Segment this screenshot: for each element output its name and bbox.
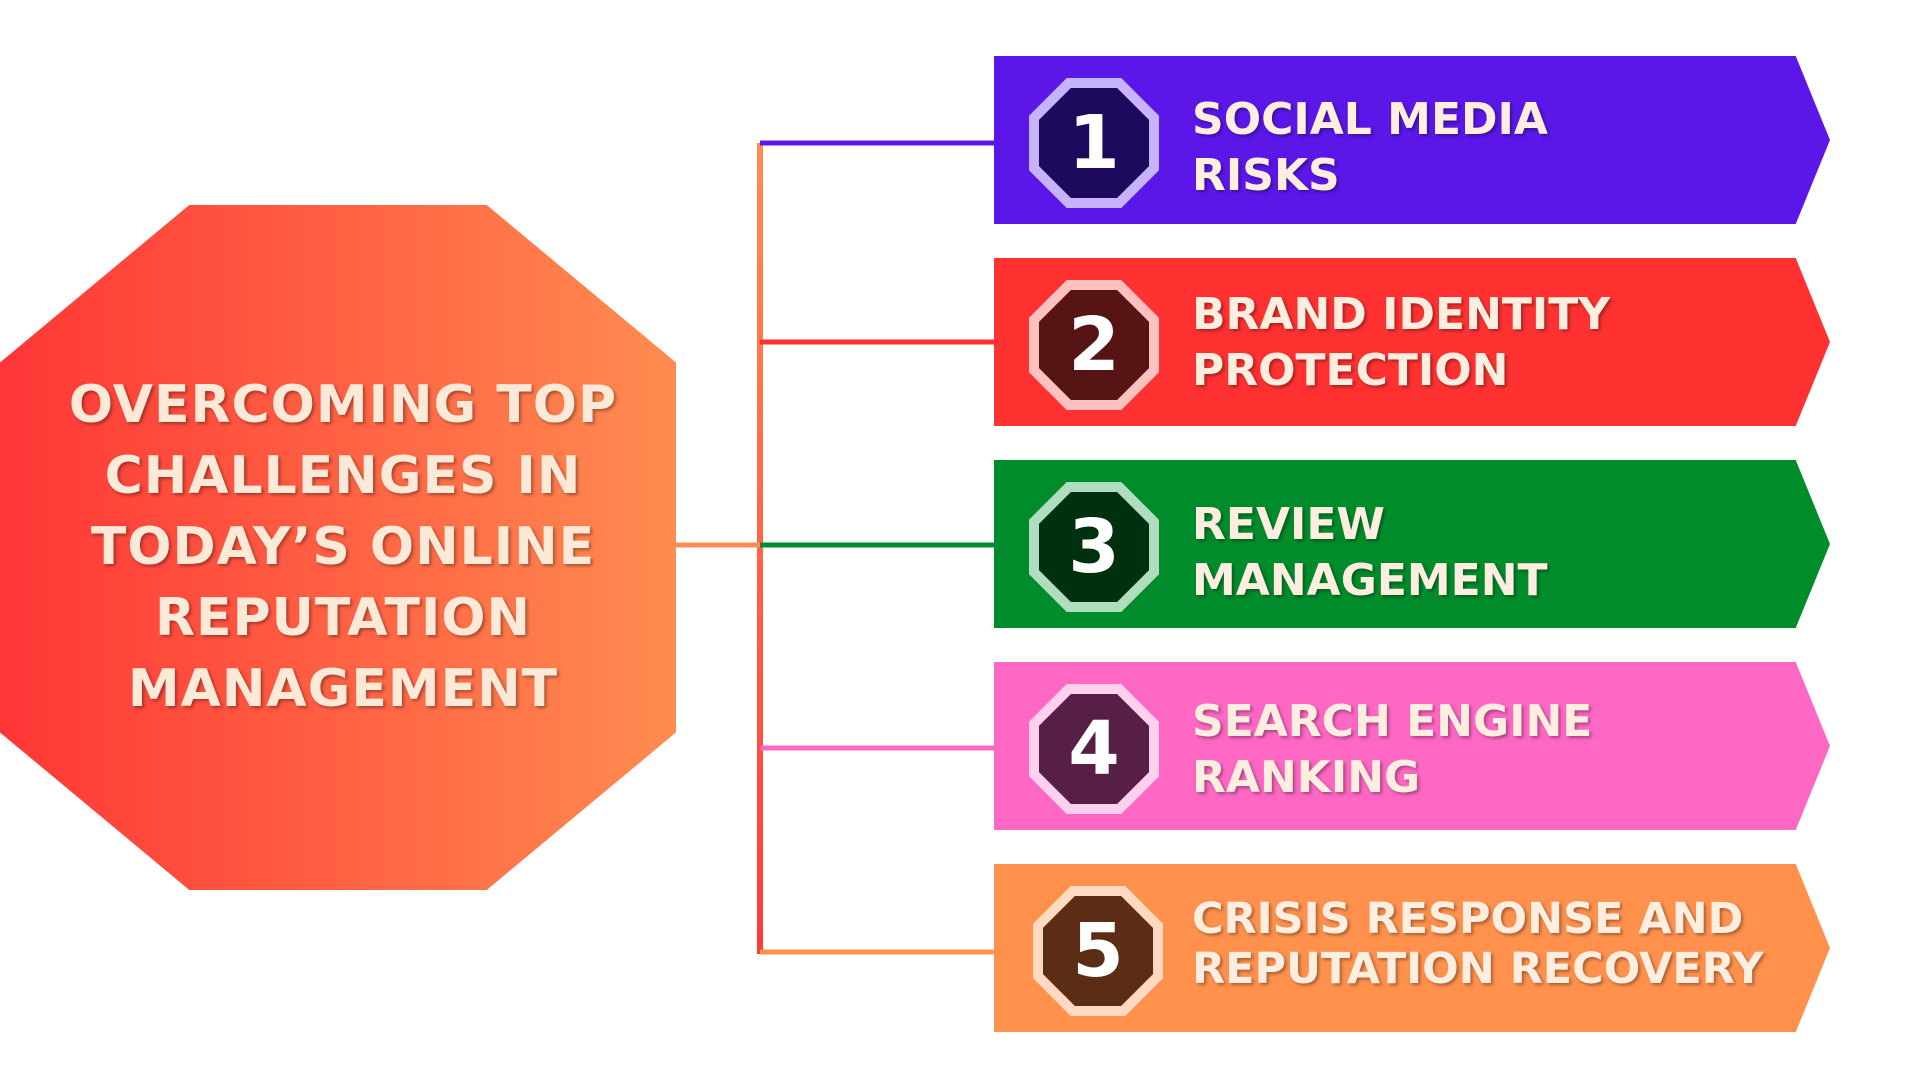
number-badge-1: 1	[1029, 78, 1159, 208]
challenge-label-1: SOCIAL MEDIA RISKS	[1192, 92, 1548, 204]
hub-title-line: MANAGEMENT	[127, 659, 559, 719]
hub-title-line: TODAY’S ONLINE	[90, 517, 596, 577]
number-badge-3-inner: 3	[1039, 492, 1149, 602]
number-badge-2-inner: 2	[1039, 290, 1149, 400]
challenge-label-2-line2: PROTECTION	[1192, 345, 1509, 396]
challenge-label-5-line1: CRISIS RESPONSE AND	[1192, 894, 1744, 944]
challenge-label-5-line2: REPUTATION RECOVERY	[1192, 944, 1764, 994]
challenge-label-4-line1: SEARCH ENGINE	[1192, 696, 1593, 747]
challenge-label-4: SEARCH ENGINE RANKING	[1192, 694, 1592, 806]
number-badge-4: 4	[1029, 684, 1159, 814]
challenge-label-1-line2: RISKS	[1192, 150, 1340, 201]
number-badge-3: 3	[1029, 482, 1159, 612]
challenge-label-2: BRAND IDENTITY PROTECTION	[1192, 287, 1610, 399]
hub-title-line: OVERCOMING TOP	[68, 375, 618, 435]
number-badge-5: 5	[1033, 886, 1163, 1016]
number-badge-5-inner: 5	[1043, 896, 1153, 1006]
hub-title: OVERCOMING TOP CHALLENGES IN TODAY’S ONL…	[43, 370, 643, 725]
number-badge-4-inner: 4	[1039, 694, 1149, 804]
number-badge-2: 2	[1029, 280, 1159, 410]
challenge-label-3: REVIEW MANAGEMENT	[1192, 497, 1548, 609]
hub-title-line: CHALLENGES IN	[104, 446, 582, 506]
challenge-label-4-line2: RANKING	[1192, 752, 1421, 803]
hub-title-line: REPUTATION	[154, 588, 532, 648]
challenge-label-1-line1: SOCIAL MEDIA	[1192, 94, 1548, 145]
number-badge-1-inner: 1	[1039, 88, 1149, 198]
challenge-label-2-line1: BRAND IDENTITY	[1192, 289, 1611, 340]
challenge-label-3-line1: REVIEW	[1192, 499, 1385, 550]
challenge-label-3-line2: MANAGEMENT	[1192, 555, 1548, 606]
challenge-label-5: CRISIS RESPONSE AND REPUTATION RECOVERY	[1192, 894, 1764, 994]
hub-octagon: OVERCOMING TOP CHALLENGES IN TODAY’S ONL…	[0, 205, 676, 890]
connector-trunk	[757, 143, 763, 954]
